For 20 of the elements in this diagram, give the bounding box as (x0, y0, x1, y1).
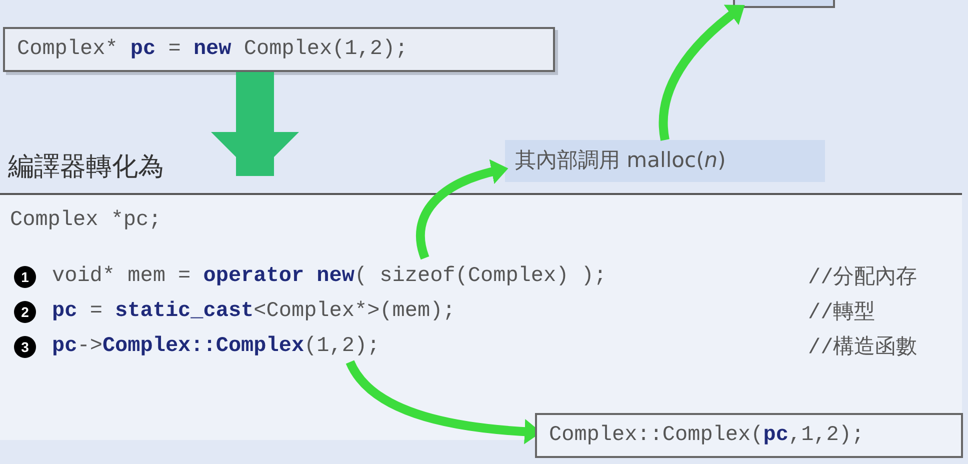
code-line: Complex::Complex(pc,1,2); (549, 422, 864, 449)
code-line: pc->Complex::Complex(1,2); (52, 334, 380, 360)
block-arrow (211, 72, 299, 176)
code-box (535, 413, 963, 458)
note-box (505, 140, 825, 182)
step-number: 1 (14, 266, 36, 288)
step-number: 3 (14, 336, 36, 358)
step-number: 2 (14, 301, 36, 323)
code-line: pc = static_cast<Complex*>(mem); (52, 299, 456, 326)
note-text: 其內部調用 malloc(n) (515, 147, 726, 174)
code-line: Complex *pc; (10, 209, 162, 232)
curved-arrow (416, 160, 508, 260)
code-line: void* mem = operator new( sizeof(Complex) ); (52, 264, 607, 290)
code-comment: //分配內存 (808, 264, 918, 292)
code-box (3, 27, 555, 72)
code-comment: //構造函數 (808, 334, 918, 362)
code-line: Complex* pc = new Complex(1,2); (17, 36, 408, 63)
caption-text: 編譯器轉化為 (8, 151, 164, 184)
code-comment: //轉型 (808, 300, 876, 327)
curved-arrow (658, 4, 745, 141)
